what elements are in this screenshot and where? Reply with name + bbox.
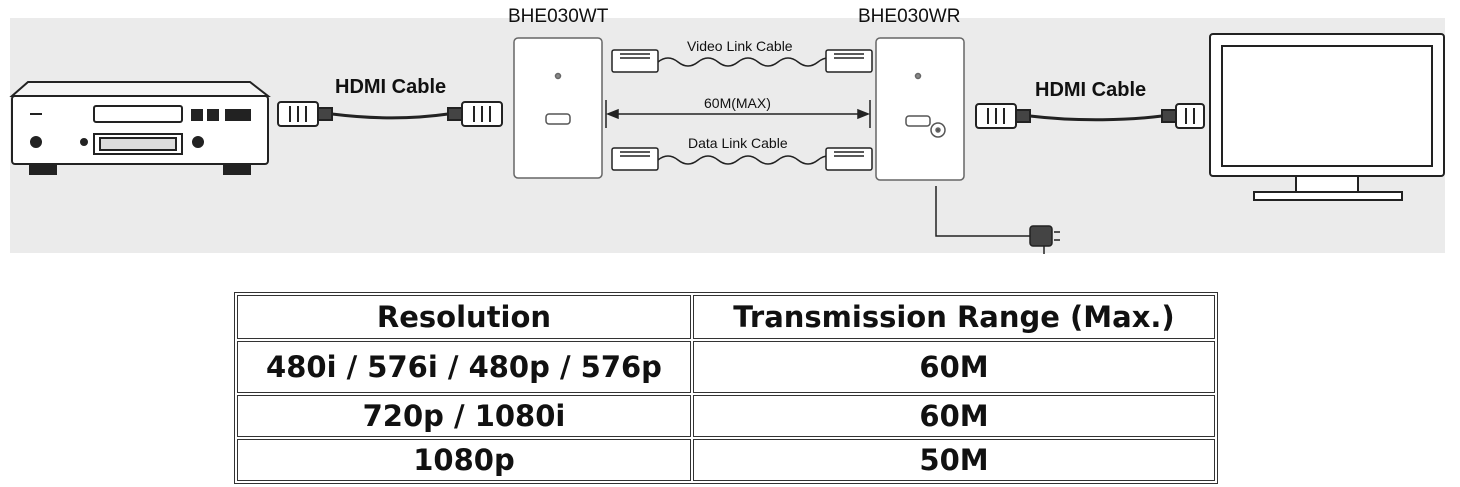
source-player bbox=[9, 81, 271, 175]
data-link-cable-label: Data Link Cable bbox=[688, 135, 788, 151]
transmitter-label: BHE030WT bbox=[508, 6, 609, 27]
column-header-range: Transmission Range (Max.) bbox=[693, 295, 1215, 339]
resolution-range-table: Resolution Transmission Range (Max.) 480… bbox=[234, 292, 1218, 484]
receiver-label: BHE030WR bbox=[858, 6, 961, 27]
range-cell: 60M bbox=[693, 395, 1215, 437]
column-header-resolution: Resolution bbox=[237, 295, 691, 339]
resolution-cell: 1080p bbox=[237, 439, 691, 481]
transmitter-plate bbox=[513, 37, 603, 179]
video-link-cable-label: Video Link Cable bbox=[687, 38, 793, 54]
hdmi-cable-left-label: HDMI Cable bbox=[335, 76, 447, 98]
receiver-plate bbox=[875, 37, 965, 181]
video-link-cable bbox=[611, 49, 873, 73]
table-header-row: Resolution Transmission Range (Max.) bbox=[237, 295, 1215, 339]
hdmi-cable-right-label: HDMI Cable bbox=[1035, 79, 1147, 101]
resolution-cell: 480i / 576i / 480p / 576p bbox=[237, 341, 691, 393]
table-row: 1080p 50M bbox=[237, 439, 1215, 481]
distance-label: 60M(MAX) bbox=[704, 95, 771, 111]
display-monitor bbox=[1209, 33, 1445, 201]
distance-arrow bbox=[605, 100, 871, 128]
power-adapter bbox=[935, 186, 1060, 254]
hdmi-cable-left bbox=[277, 101, 503, 127]
data-link-cable bbox=[611, 147, 873, 171]
connection-diagram bbox=[9, 18, 1445, 254]
resolution-cell: 720p / 1080i bbox=[237, 395, 691, 437]
hdmi-cable-right bbox=[975, 103, 1205, 129]
range-cell: 50M bbox=[693, 439, 1215, 481]
range-cell: 60M bbox=[693, 341, 1215, 393]
table-row: 720p / 1080i 60M bbox=[237, 395, 1215, 437]
table-row: 480i / 576i / 480p / 576p 60M bbox=[237, 341, 1215, 393]
